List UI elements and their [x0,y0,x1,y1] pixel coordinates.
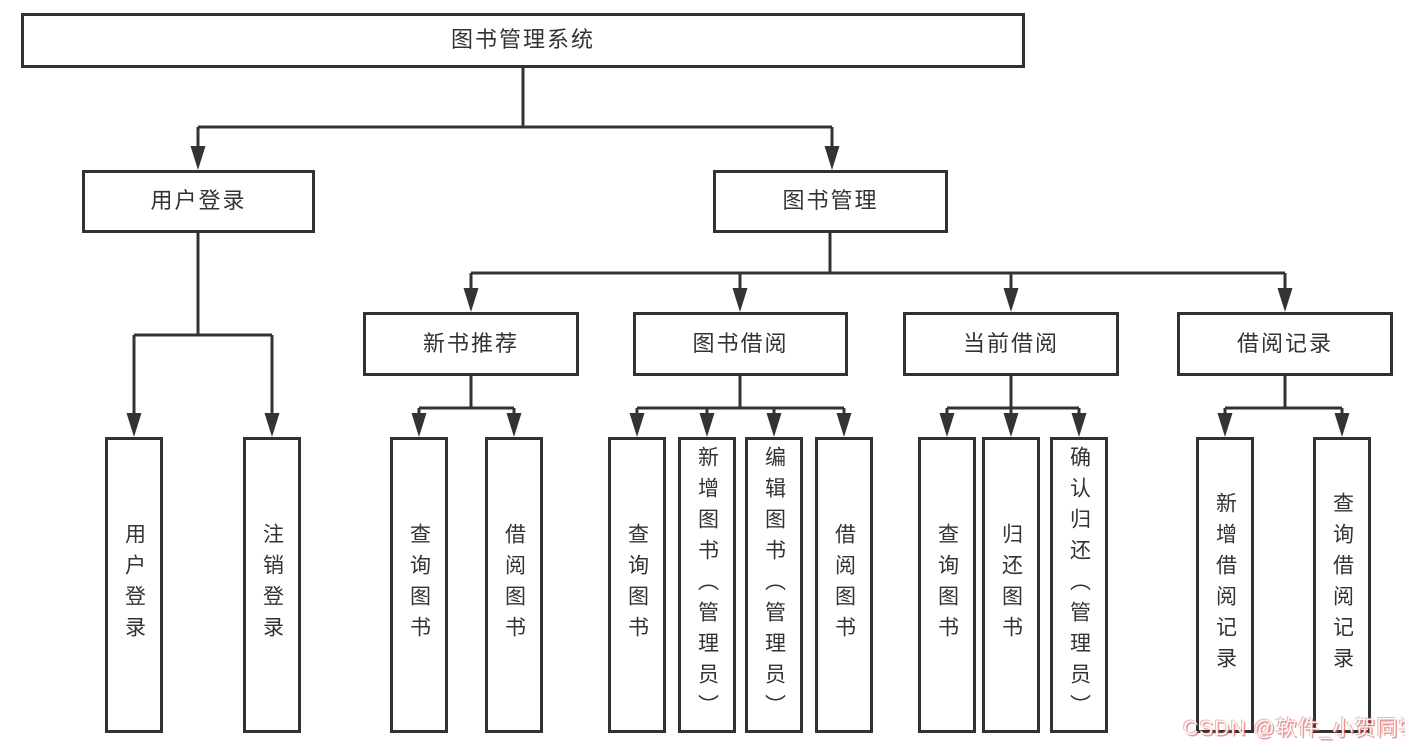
leaf-label: 借阅图书 [832,523,856,647]
leaf-add-book-admin: 新增图书（管理员） [678,437,736,733]
leaf-label: 编辑图书（管理员） [762,445,786,725]
leaf-label: 用户登录 [122,523,146,647]
leaf-label: 查询图书 [407,523,431,647]
leaf-label: 确认归还（管理员） [1067,445,1091,725]
leaf-borrow-books: 借阅图书 [815,437,873,733]
leaf-query-books-current: 查询图书 [918,437,976,733]
node-borrowing-records: 借阅记录 [1177,312,1393,376]
node-current-borrowing: 当前借阅 [903,312,1119,376]
leaf-user-login: 用户登录 [105,437,163,733]
leaf-label: 归还图书 [999,523,1023,647]
leaf-query-books-recommend: 查询图书 [390,437,448,733]
leaf-label: 新增图书（管理员） [695,445,719,725]
leaf-label: 查询图书 [625,523,649,647]
node-library-management-system: 图书管理系统 [21,13,1025,68]
node-book-borrowing: 图书借阅 [633,312,848,376]
node-user-login: 用户登录 [82,170,315,233]
csdn-watermark: CSDN @软件_小贺同学 [1183,717,1405,740]
leaf-confirm-return-admin: 确认归还（管理员） [1050,437,1108,733]
leaf-logout: 注销登录 [243,437,301,733]
leaf-query-borrow-record: 查询借阅记录 [1313,437,1371,733]
leaf-label: 借阅图书 [502,523,526,647]
node-new-book-recommendation: 新书推荐 [363,312,579,376]
leaf-query-books-borrowing: 查询图书 [608,437,666,733]
node-book-management: 图书管理 [713,170,948,233]
leaf-borrow-books-recommend: 借阅图书 [485,437,543,733]
leaf-label: 查询图书 [935,523,959,647]
leaf-label: 新增借阅记录 [1213,492,1237,678]
leaf-add-borrow-record: 新增借阅记录 [1196,437,1254,733]
leaf-return-books: 归还图书 [982,437,1040,733]
leaf-label: 注销登录 [260,523,284,647]
leaf-label: 查询借阅记录 [1330,492,1354,678]
leaf-edit-book-admin: 编辑图书（管理员） [745,437,803,733]
